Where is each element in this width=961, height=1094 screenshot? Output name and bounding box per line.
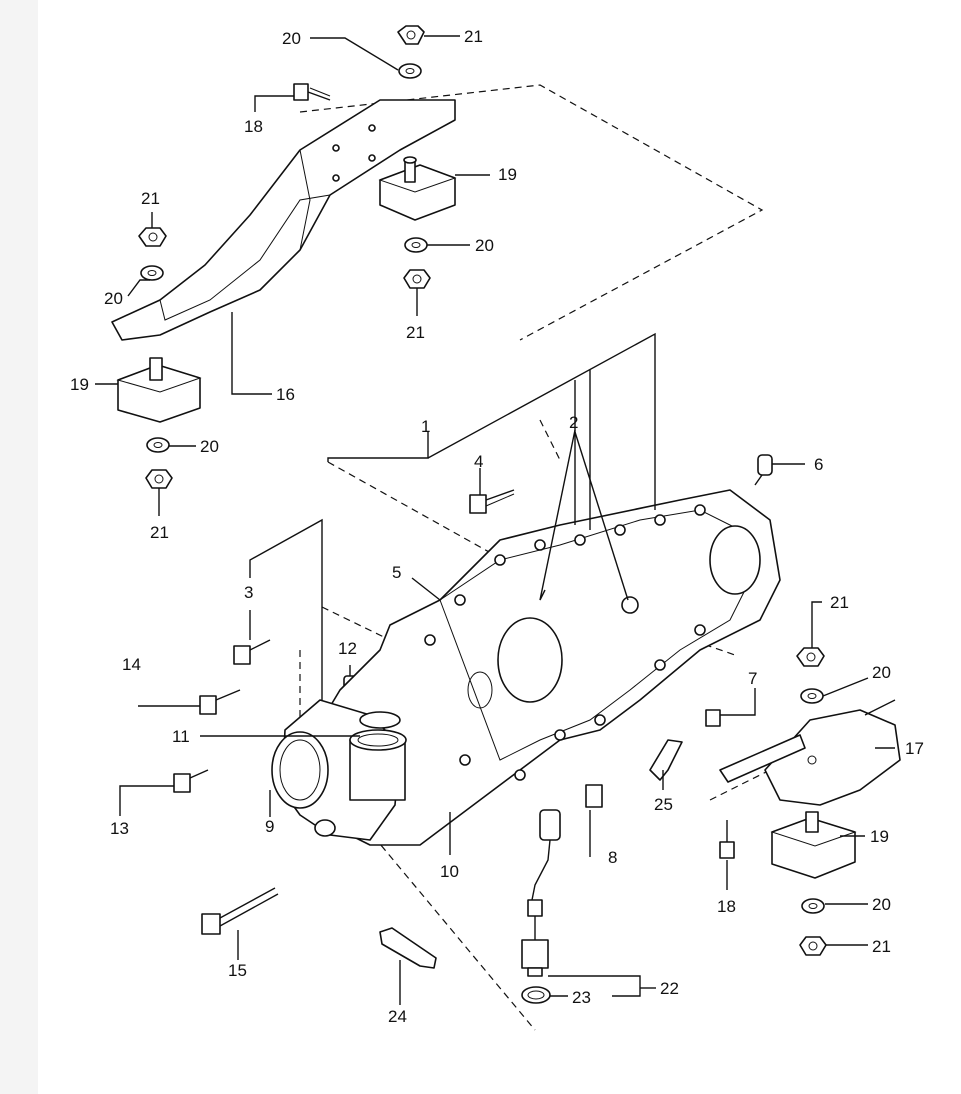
callout-9: 9 [265,817,274,836]
callout-19: 19 [870,827,889,846]
callout-21: 21 [830,593,849,612]
callout-5: 5 [392,563,401,582]
callout-10: 10 [440,862,459,881]
callout-21: 21 [150,523,169,542]
callout-13: 13 [110,819,129,838]
callout-25: 25 [654,795,673,814]
callout-14: 14 [122,655,141,674]
bolt-13 [173,769,209,793]
nut-mid [403,269,431,289]
nut-right-b [799,936,827,956]
mounting-bracket [111,99,456,341]
callout-18: 18 [717,897,736,916]
callout-3: 3 [244,583,253,602]
callout-15: 15 [228,961,247,980]
callout-20: 20 [475,236,494,255]
plug-6 [754,454,773,486]
nut-left-a [138,227,167,247]
washer-top [398,63,422,79]
callout-16: 16 [276,385,295,404]
callout-21: 21 [872,937,891,956]
callout-20: 20 [872,663,891,682]
callout-7: 7 [748,669,757,688]
leader-lines [95,35,895,1005]
callout-20: 20 [104,289,123,308]
callout-24: 24 [388,1007,407,1026]
washer-right-b [801,898,825,914]
bolt-4 [469,489,515,514]
clip-25 [649,739,683,781]
callout-12: 12 [338,639,357,658]
bolt-right-18 [719,820,735,859]
washer-left-a [140,265,164,281]
callout-18: 18 [244,117,263,136]
bolt-3 [233,639,271,665]
nut-top [397,25,425,45]
callout-8: 8 [608,848,617,867]
clip-24 [379,927,437,969]
bolt-15 [201,887,279,935]
callout-17: 17 [905,739,924,758]
callout-19: 19 [70,375,89,394]
mount-cover-17 [719,699,901,806]
callout-22: 22 [660,979,679,998]
callout-23: 23 [572,988,591,1007]
washer-left-b [146,437,170,453]
callout-4: 4 [474,452,483,471]
callout-2: 2 [569,413,578,432]
callout-21: 21 [141,189,160,208]
assembly-dash-a [321,606,391,641]
assembly-outline-upper [299,84,764,341]
callout-19: 19 [498,165,517,184]
callout-11: 11 [172,727,190,746]
rubber-mount-left [116,357,202,423]
callout-20: 20 [282,29,301,48]
transfer-case-housing [299,489,781,846]
plug-8 [585,784,603,808]
extension-housing [271,699,407,841]
left-margin-strip [0,0,38,1094]
bolt-top-18 [293,83,331,101]
rubber-mount-upper [378,156,457,221]
nut-right [796,647,825,667]
assembly-dash-e [539,419,561,461]
sensor-switch-22 [521,809,561,977]
washer-mid [404,237,428,253]
callout-labels: 20 21 18 19 21 20 20 21 19 16 20 21 1 2 … [70,27,924,1026]
washer-23 [521,986,551,1004]
callout-21: 21 [464,27,483,46]
callout-1: 1 [421,417,430,436]
nut-left-b [145,469,173,489]
callout-20: 20 [872,895,891,914]
bolt-14 [199,689,241,715]
rubber-mount-right [770,811,857,879]
callout-20: 20 [200,437,219,456]
plug-7 [705,709,721,727]
callout-21: 21 [406,323,425,342]
washer-right [800,688,824,704]
callout-6: 6 [814,455,823,474]
